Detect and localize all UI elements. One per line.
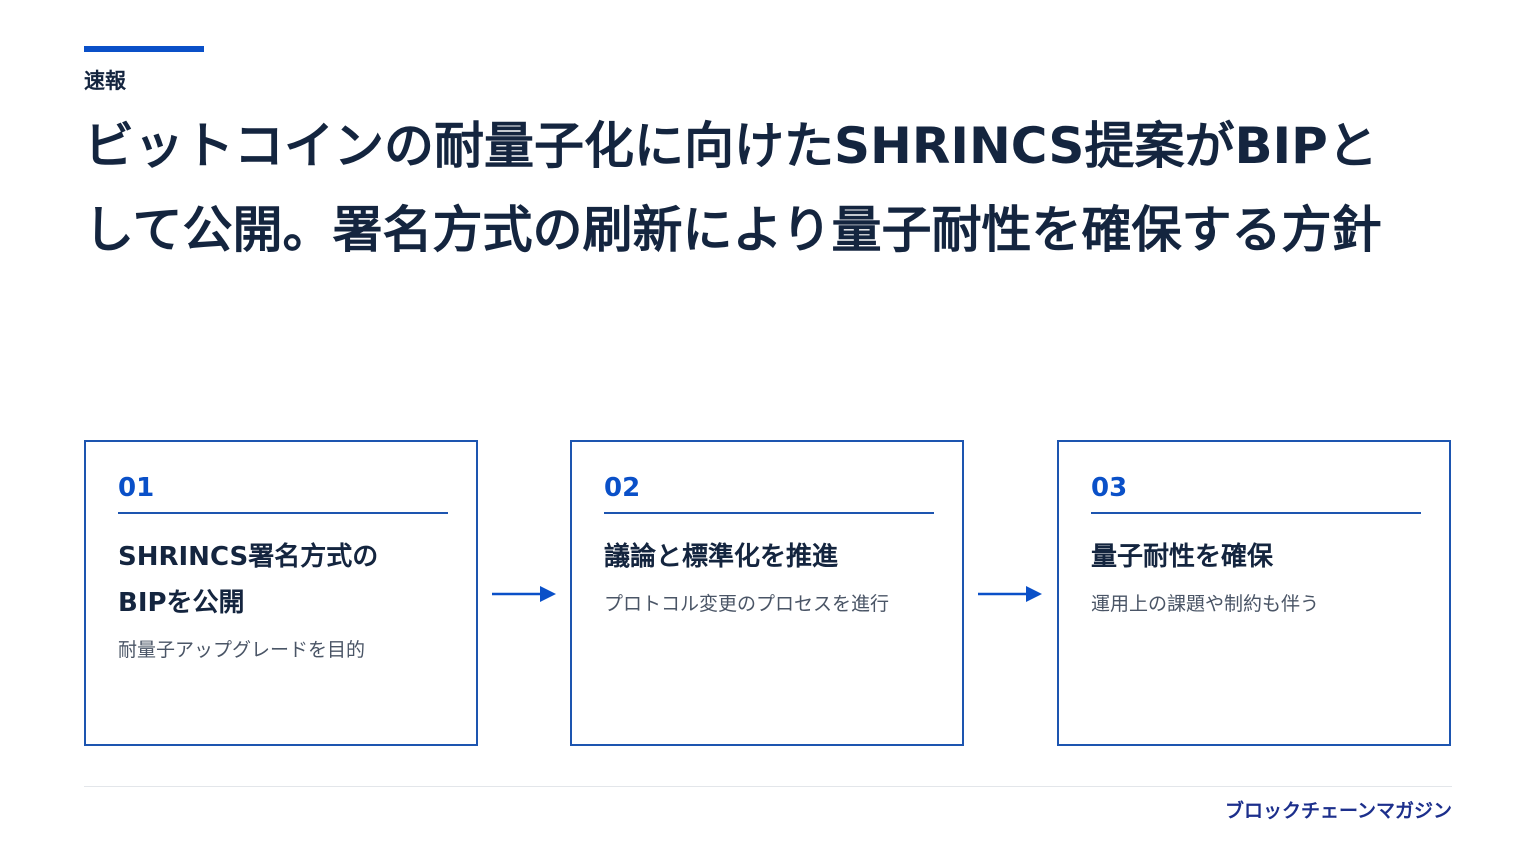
step-description: 耐量子アップグレードを目的 — [118, 639, 366, 661]
headline: ビットコインの耐量子化に向けたSHRINCS提案がBIPとして公開。署名方式の刷… — [84, 117, 1382, 259]
step-divider — [604, 512, 934, 514]
step-number: 03 — [1091, 473, 1128, 503]
brand-name: ブロックチェーンマガジン — [1224, 800, 1452, 822]
category-label: 速報 — [84, 69, 126, 93]
arrow-right-icon — [492, 586, 556, 602]
step-title: 議論と標準化を推進 — [604, 542, 839, 572]
step-divider — [1091, 512, 1421, 514]
step-card-2: 02 議論と標準化を推進 プロトコル変更のプロセスを進行 — [570, 440, 964, 746]
step-title: SHRINCS署名方式のBIPを公開 — [118, 542, 379, 618]
step-number: 02 — [604, 473, 641, 503]
step-divider — [118, 512, 448, 514]
step-number: 01 — [118, 473, 155, 503]
accent-bar — [84, 46, 204, 52]
footer-divider — [84, 786, 1452, 787]
step-description: プロトコル変更のプロセスを進行 — [604, 593, 890, 615]
step-card-1: 01 SHRINCS署名方式のBIPを公開 耐量子アップグレードを目的 — [84, 440, 478, 746]
step-title: 量子耐性を確保 — [1091, 542, 1274, 572]
step-description: 運用上の課題や制約も伴う — [1091, 593, 1320, 615]
arrow-right-icon — [978, 586, 1042, 602]
step-card-3: 03 量子耐性を確保 運用上の課題や制約も伴う — [1057, 440, 1451, 746]
